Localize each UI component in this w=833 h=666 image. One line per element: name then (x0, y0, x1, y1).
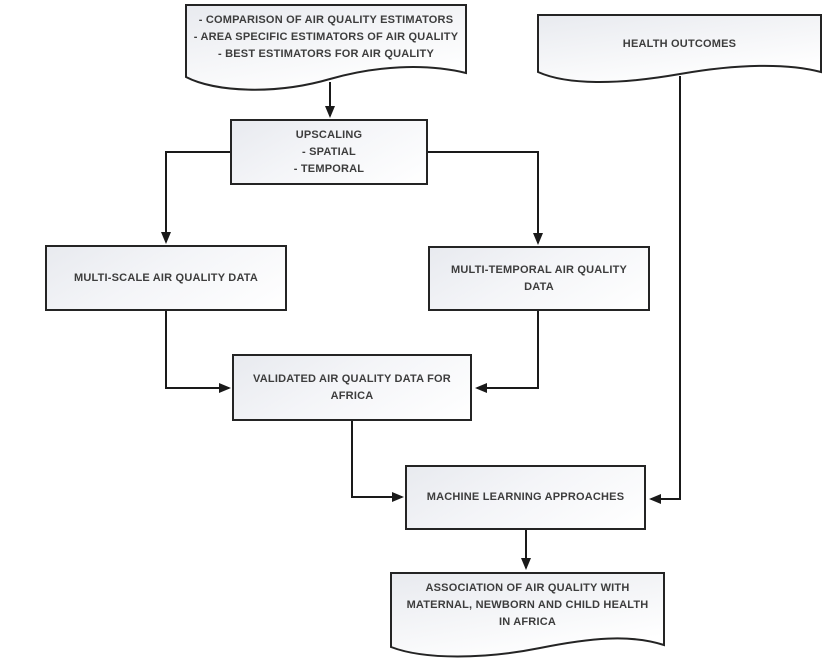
connector-health-outcomes-to-machine-learning (649, 76, 681, 504)
document-shape (537, 14, 822, 84)
node-validated-air-quality-data: VALIDATED AIR QUALITY DATA FOR AFRICA (232, 354, 472, 421)
upscaling-line-1: UPSCALING (295, 128, 363, 141)
upscaling-line-3: - TEMPORAL (293, 162, 365, 175)
association-line-2: MATERNAL, NEWBORN AND CHILD HEALTH (406, 599, 649, 611)
health-outcomes-label: HEALTH OUTCOMES (622, 38, 737, 50)
multi-temporal-line-1: MULTI-TEMPORAL AIR QUALITY (450, 263, 628, 276)
node-upscaling: UPSCALING - SPATIAL - TEMPORAL (230, 119, 428, 185)
connector-upscaling-to-multi-scale (161, 151, 230, 244)
health-outcomes-document-text: HEALTH OUTCOMES (545, 36, 814, 53)
connector-validated-to-machine-learning (351, 421, 404, 502)
validated-line-1: VALIDATED AIR QUALITY DATA FOR (253, 372, 451, 385)
connector-multi-scale-to-validated (165, 311, 231, 393)
estimators-line-3: - BEST ESTIMATORS FOR AIR QUALITY (217, 48, 434, 60)
node-air-quality-estimators-document: - COMPARISON OF AIR QUALITY ESTIMATORS -… (185, 4, 467, 98)
validated-line-2: AFRICA (330, 389, 374, 402)
node-health-outcomes-document: HEALTH OUTCOMES (537, 14, 822, 96)
multi-temporal-line-2: DATA (524, 280, 554, 293)
association-line-1: ASSOCIATION OF AIR QUALITY WITH (425, 582, 630, 594)
estimators-line-1: - COMPARISON OF AIR QUALITY ESTIMATORS (198, 14, 454, 26)
estimators-document-text: - COMPARISON OF AIR QUALITY ESTIMATORS -… (193, 12, 459, 63)
document-shape (390, 572, 665, 658)
document-shape (185, 4, 467, 91)
estimators-line-2: - AREA SPECIFIC ESTIMATORS OF AIR QUALIT… (193, 31, 459, 43)
node-machine-learning-approaches: MACHINE LEARNING APPROACHES (405, 465, 646, 530)
association-line-3: IN AFRICA (499, 616, 556, 628)
machine-learning-label: MACHINE LEARNING APPROACHES (426, 491, 625, 503)
node-multi-scale-air-quality-data: MULTI-SCALE AIR QUALITY DATA (45, 245, 287, 311)
multi-scale-label: MULTI-SCALE AIR QUALITY DATA (73, 271, 259, 284)
connector-multi-temporal-to-validated (475, 311, 539, 393)
node-association-document: ASSOCIATION OF AIR QUALITY WITH MATERNAL… (390, 572, 665, 664)
upscaling-line-2: - SPATIAL (302, 145, 356, 158)
node-multi-temporal-air-quality-data: MULTI-TEMPORAL AIR QUALITY DATA (428, 246, 650, 311)
connector-upscaling-to-multi-temporal (428, 151, 543, 245)
association-document-text: ASSOCIATION OF AIR QUALITY WITH MATERNAL… (398, 580, 657, 631)
